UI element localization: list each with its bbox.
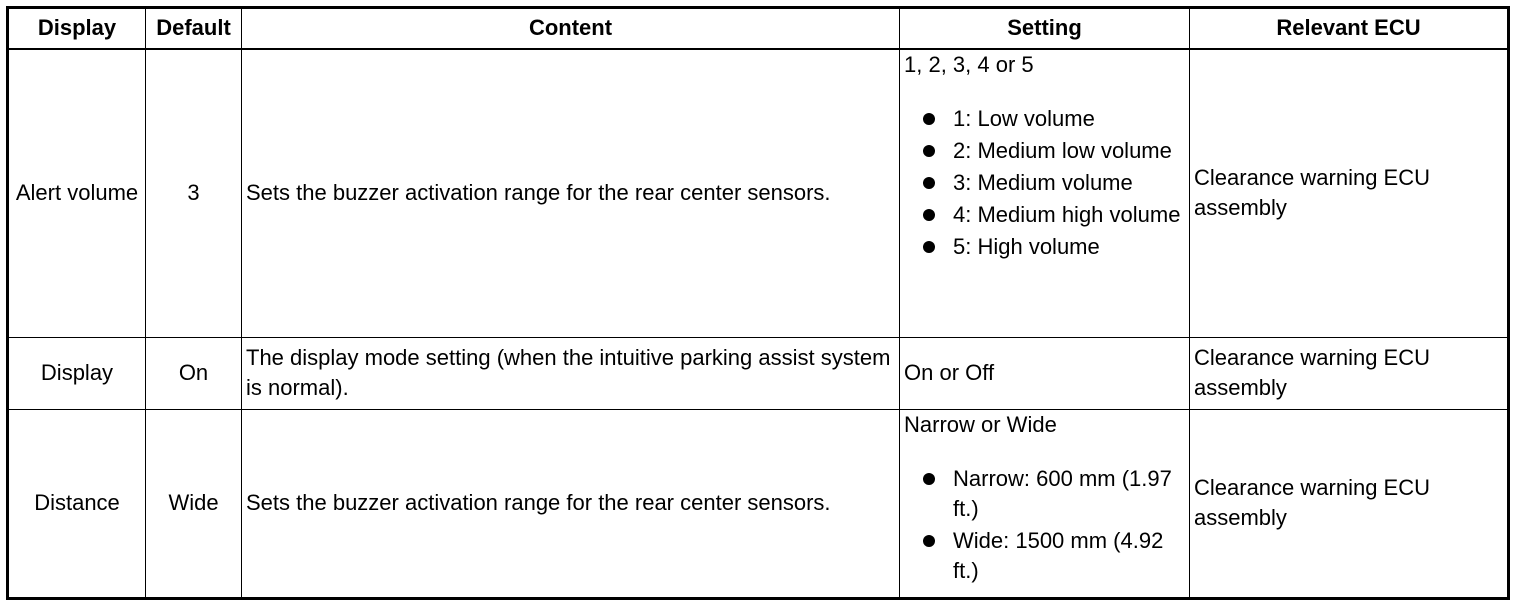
header-content: Content — [241, 7, 900, 50]
cell-content: Sets the buzzer activation range for the… — [241, 48, 900, 338]
list-item-text: 3: Medium volume — [953, 169, 1133, 195]
cell-setting: On or Off — [899, 336, 1190, 410]
list-item: 1: Low volume — [904, 104, 1185, 134]
bullet-icon — [923, 240, 935, 253]
header-default: Default — [145, 7, 242, 50]
list-item: 2: Medium low volume — [904, 136, 1185, 166]
cell-display: Alert volume — [7, 48, 146, 338]
settings-table: Display Default Content Setting Relevant… — [6, 6, 1510, 600]
cell-display: Distance — [7, 408, 146, 600]
list-item-text: 1: Low volume — [953, 105, 1095, 131]
header-row: Display Default Content Setting Relevant… — [7, 7, 1509, 50]
list-item-text: 2: Medium low volume — [953, 137, 1172, 163]
list-item: 5: High volume — [904, 232, 1185, 262]
list-item: 4: Medium high volume — [904, 200, 1185, 230]
cell-content: Sets the buzzer activation range for the… — [241, 408, 900, 600]
header-relevant-ecu: Relevant ECU — [1189, 7, 1509, 50]
list-item-text: Wide: 1500 mm (4.92 ft.) — [953, 527, 1164, 583]
bullet-icon — [923, 208, 935, 221]
cell-default: 3 — [145, 48, 242, 338]
table-row: Distance Wide Sets the buzzer activation… — [7, 408, 1509, 600]
cell-default: Wide — [145, 408, 242, 600]
list-item: Narrow: 600 mm (1.97 ft.) — [904, 464, 1185, 524]
bullet-icon — [923, 176, 935, 189]
bullet-icon — [923, 472, 935, 485]
cell-relevant-ecu: Clearance warning ECU assembly — [1189, 336, 1509, 410]
setting-list: Narrow: 600 mm (1.97 ft.) Wide: 1500 mm … — [904, 464, 1185, 586]
cell-relevant-ecu: Clearance warning ECU assembly — [1189, 408, 1509, 600]
cell-relevant-ecu: Clearance warning ECU assembly — [1189, 48, 1509, 338]
header-setting: Setting — [899, 7, 1190, 50]
list-item-text: Narrow: 600 mm (1.97 ft.) — [953, 465, 1172, 521]
list-item: 3: Medium volume — [904, 168, 1185, 198]
table-row: Alert volume 3 Sets the buzzer activatio… — [7, 48, 1509, 338]
cell-content: The display mode setting (when the intui… — [241, 336, 900, 410]
list-item-text: 4: Medium high volume — [953, 201, 1181, 227]
setting-options: Narrow or Wide — [904, 411, 1057, 437]
setting-list: 1: Low volume 2: Medium low volume 3: Me… — [904, 104, 1185, 262]
setting-options: 1, 2, 3, 4 or 5 — [904, 51, 1034, 77]
bullet-icon — [923, 144, 935, 157]
cell-default: On — [145, 336, 242, 410]
list-item-text: 5: High volume — [953, 233, 1100, 259]
bullet-icon — [923, 112, 935, 125]
cell-setting: 1, 2, 3, 4 or 5 1: Low volume 2: Medium … — [899, 48, 1190, 338]
cell-display: Display — [7, 336, 146, 410]
bullet-icon — [923, 534, 935, 547]
header-display: Display — [7, 7, 146, 50]
list-item: Wide: 1500 mm (4.92 ft.) — [904, 526, 1185, 586]
cell-setting: Narrow or Wide Narrow: 600 mm (1.97 ft.)… — [899, 408, 1190, 600]
table-row: Display On The display mode setting (whe… — [7, 336, 1509, 410]
